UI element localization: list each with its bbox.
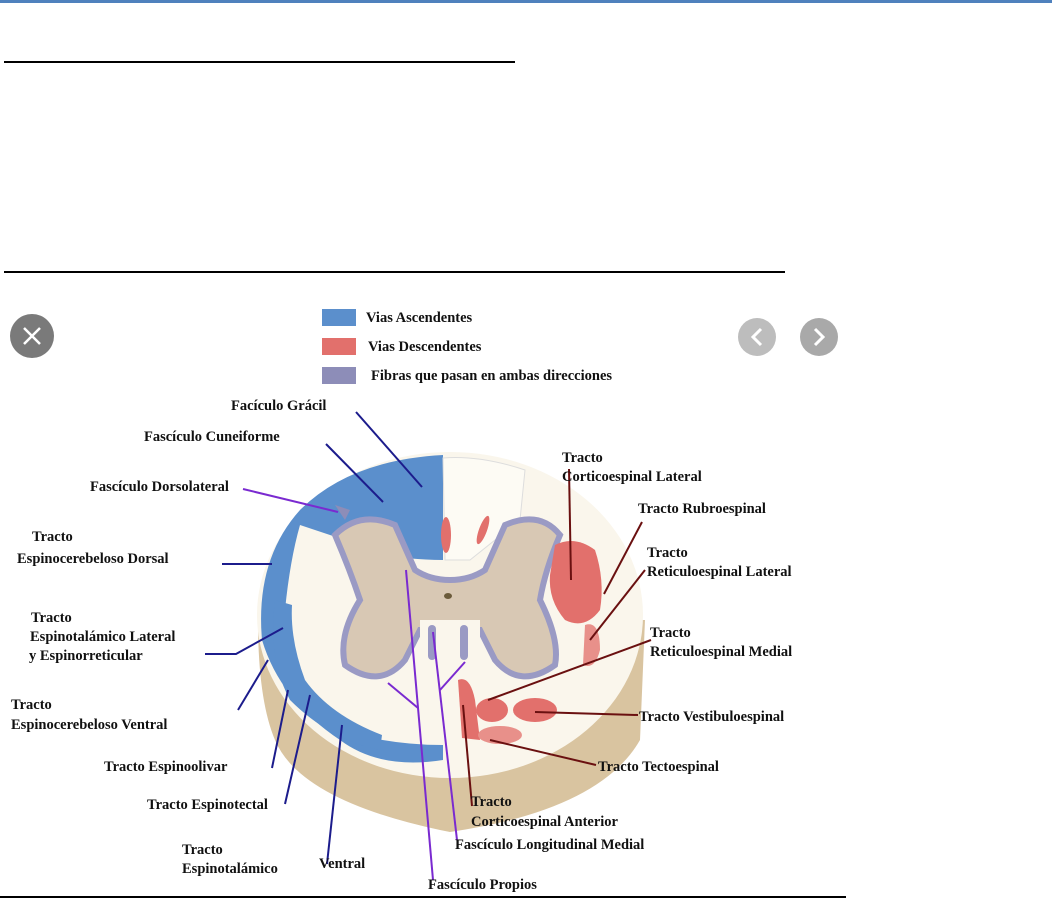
label-espinotectal: Tracto Espinotectal: [147, 797, 268, 813]
label-espinotalamico-ventral: Tracto: [182, 842, 223, 858]
figure-bottom-rule: [0, 896, 846, 898]
label-fasciculo-dorsolateral: Fascículo Dorsolateral: [90, 479, 229, 495]
label-espinocerebeloso-dorsal: Tracto: [32, 529, 73, 545]
label-espinotalamico-ventral: Ventral: [319, 856, 365, 872]
label-reticuloespinal-lateral: Tracto: [647, 545, 688, 561]
label-reticuloespinal-medial: Reticuloespinal Medial: [650, 644, 792, 660]
chevron-right-icon: [813, 327, 826, 347]
blank-underline-1: [4, 61, 515, 63]
label-espinotalamico-ventral: Espinotalámico: [182, 861, 278, 877]
label-corticoespinal-lateral: Tracto: [562, 450, 603, 466]
close-icon: [23, 327, 41, 345]
spinal-cord-illustration: [257, 452, 645, 832]
label-espinotalamico-lateral: y Espinorreticular: [29, 648, 143, 664]
label-espinocerebeloso-ventral: Tracto: [11, 697, 52, 713]
both-direction-leader-lines: [242, 488, 466, 881]
ascending-leader-lines: [205, 411, 423, 865]
label-tectoespinal: Tracto Tectoespinal: [598, 759, 719, 775]
label-rubroespinal: Tracto Rubroespinal: [638, 501, 766, 517]
tract-labels: Facículo Grácil Fascículo Cuneiforme Fas…: [11, 398, 792, 893]
label-fasciculo-cuneiforme: Fascículo Cuneiforme: [144, 429, 280, 445]
previous-image-button[interactable]: [738, 318, 776, 356]
label-corticoespinal-lateral: Corticoespinal Lateral: [562, 469, 702, 485]
label-espinocerebeloso-dorsal: Espinocerebeloso Dorsal: [17, 551, 169, 567]
blank-underline-2: [4, 271, 785, 273]
legend-label: Fibras que pasan en ambas direcciones: [371, 368, 612, 384]
label-reticuloespinal-lateral: Reticuloespinal Lateral: [647, 564, 792, 580]
label-vestibuloespinal: Tracto Vestibuloespinal: [639, 709, 784, 725]
legend-swatch-ascending: [322, 309, 356, 326]
header-accent-bar: [0, 0, 1052, 3]
close-button[interactable]: [10, 314, 54, 358]
label-reticuloespinal-medial: Tracto: [650, 625, 691, 641]
legend-swatch-both: [322, 367, 356, 384]
next-image-button[interactable]: [800, 318, 838, 356]
label-faciculo-gracil: Facículo Grácil: [231, 398, 326, 414]
chevron-left-icon: [750, 327, 763, 347]
label-corticoespinal-anterior: Corticoespinal Anterior: [471, 814, 619, 830]
legend-label: Vias Ascendentes: [366, 310, 473, 326]
descending-leader-lines: [462, 468, 652, 807]
label-longitudinal-medial: Fascículo Longitudinal Medial: [455, 837, 644, 853]
label-fasciculo-propios: Fascículo Propios: [428, 877, 537, 893]
label-espinoolivar: Tracto Espinoolivar: [104, 759, 228, 775]
legend-swatch-descending: [322, 338, 356, 355]
label-espinotalamico-lateral: Tracto: [31, 610, 72, 626]
legend-label: Vias Descendentes: [368, 339, 482, 355]
label-espinocerebeloso-ventral: Espinocerebeloso Ventral: [11, 717, 167, 733]
label-espinotalamico-lateral: Espinotalámico Lateral: [30, 629, 175, 645]
label-corticoespinal-anterior: Tracto: [471, 794, 512, 810]
